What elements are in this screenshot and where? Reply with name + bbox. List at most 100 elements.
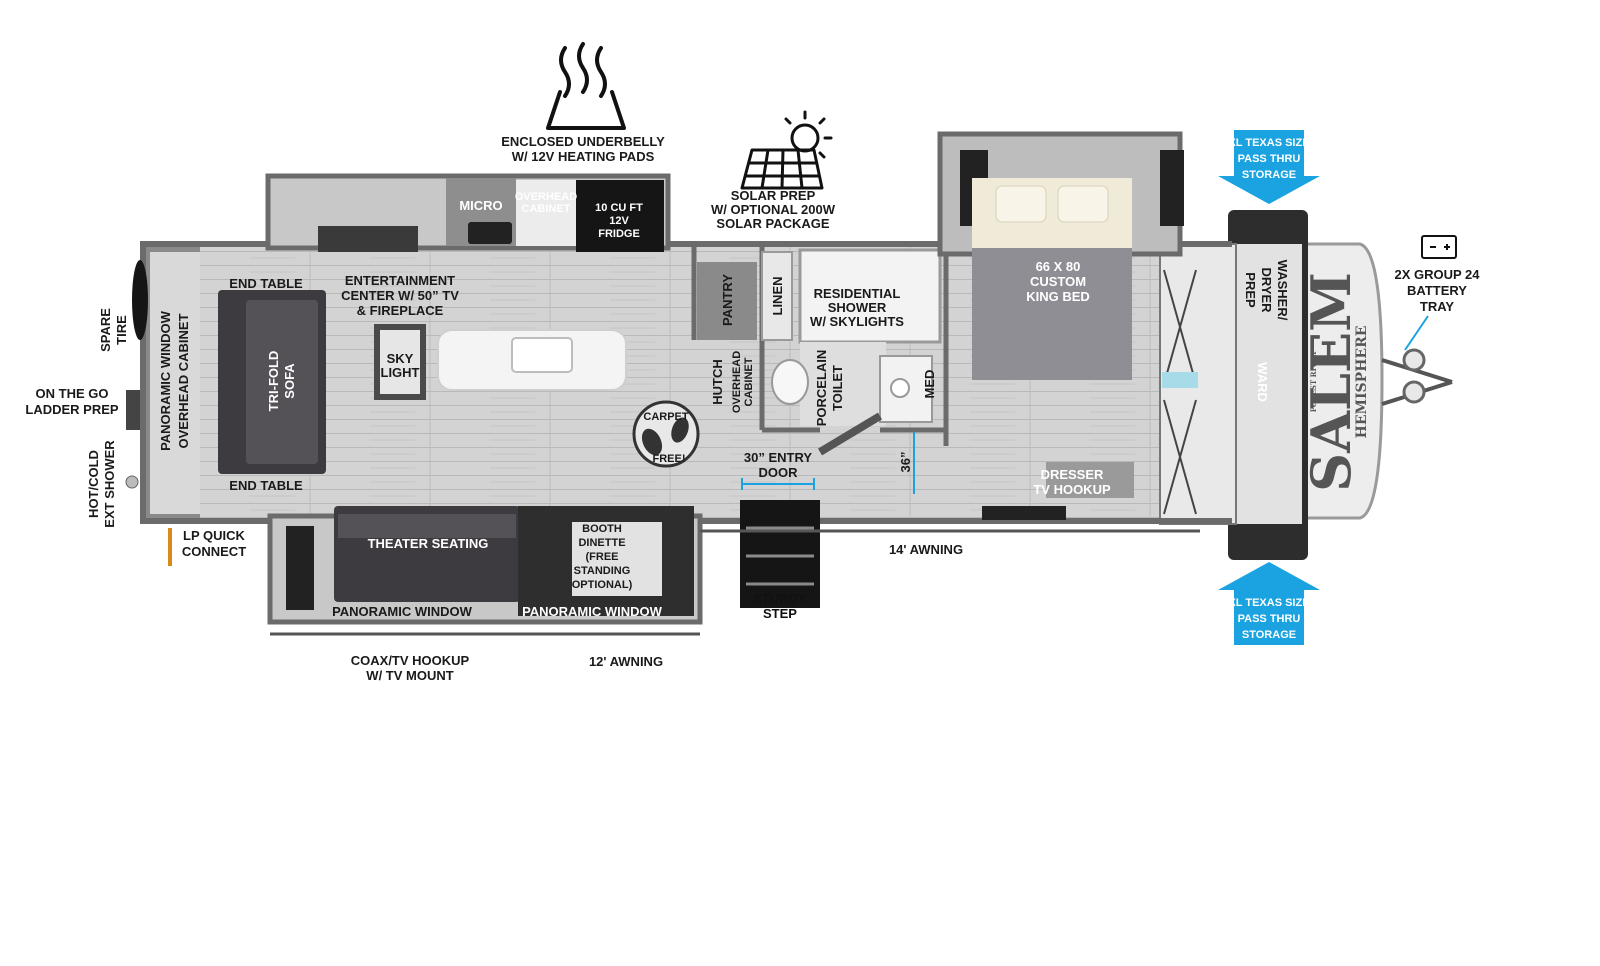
pillow-left	[995, 185, 1047, 223]
entertainment-label: ENTERTAINMENT CENTER W/ 50” TV & FIREPLA…	[341, 273, 459, 318]
pantry	[697, 262, 757, 340]
cooktop	[468, 222, 512, 244]
ladder-label: ON THE GO LADDER PREP	[25, 386, 119, 417]
dinette-table	[572, 522, 662, 596]
med-label: MED	[922, 370, 937, 399]
sun-icon	[784, 110, 833, 159]
svg-text:LADDER PREP: LADDER PREP	[25, 402, 119, 417]
svg-text:SOLAR PREP: SOLAR PREP	[731, 188, 816, 203]
svg-text:OVERHEAD: OVERHEAD	[515, 191, 577, 203]
pillow-right	[1057, 185, 1109, 223]
rear-window-label: PANORAMIC WINDOW OVERHEAD CABINET	[158, 310, 191, 451]
theater-label: THEATER SEATING	[368, 536, 489, 551]
svg-text:CUSTOM: CUSTOM	[1030, 274, 1086, 289]
dresser-label: DRESSER TV HOOKUP	[1033, 467, 1111, 497]
dresser	[1046, 462, 1134, 498]
sturdy-step-label: STURDY STEP	[753, 591, 807, 621]
front-cap	[1298, 242, 1384, 520]
svg-text:FOREST RIVER: FOREST RIVER	[1309, 352, 1318, 413]
pantry-label: PANTRY	[720, 274, 735, 326]
propane-tank-1	[1402, 348, 1426, 372]
svg-text:XL TEXAS SIZE: XL TEXAS SIZE	[1228, 137, 1309, 149]
salem-logo: SALEM HEMISPHERE FOREST RIVER	[1299, 272, 1370, 492]
step-treads	[746, 526, 814, 586]
svg-text:OVERHEAD CABINET: OVERHEAD CABINET	[176, 313, 191, 448]
solar-panel-icon	[740, 148, 824, 190]
awning-14-label: 14' AWNING	[889, 542, 963, 557]
skylight-label-2: LIGHT	[381, 365, 420, 380]
shower-label: RESIDENTIAL SHOWER W/ SKYLIGHTS	[810, 286, 904, 329]
entry-door-label: 30” ENTRY DOOR	[744, 450, 812, 480]
spare-tire-label-2: TIRE	[114, 315, 129, 345]
booth-label: BOOTH DINETTE (FREE STANDING OPTIONAL)	[572, 523, 633, 591]
svg-text:66 X 80: 66 X 80	[1036, 259, 1081, 274]
theater-seat-backs	[338, 514, 516, 538]
svg-text:DINETTE: DINETTE	[578, 537, 625, 549]
awning-12-label: 12' AWNING	[589, 654, 663, 669]
svg-text:PREP: PREP	[1243, 272, 1258, 308]
linen-closet	[761, 251, 793, 341]
svg-text:2X GROUP 24: 2X GROUP 24	[1394, 267, 1480, 282]
svg-text:MICRO: MICRO	[459, 198, 502, 213]
ladder-mount	[126, 390, 140, 430]
svg-text:FRIDGE: FRIDGE	[598, 228, 640, 240]
svg-text:DRESSER: DRESSER	[1041, 467, 1104, 482]
svg-text:BATTERY: BATTERY	[1407, 283, 1467, 298]
carpet-free-badge: CARPET FREE!	[632, 400, 700, 468]
battery-label: 2X GROUP 24 BATTERY TRAY	[1394, 267, 1480, 314]
end-table-top: END TABLE	[229, 276, 303, 291]
bed-label: 66 X 80 CUSTOM KING BED	[1026, 259, 1090, 304]
svg-text:CABINET: CABINET	[522, 203, 571, 215]
battery-icon	[1421, 235, 1457, 259]
washer-glass	[1162, 372, 1198, 388]
svg-text:SALEM: SALEM	[1299, 272, 1363, 492]
svg-text:TRI-FOLD: TRI-FOLD	[266, 351, 281, 412]
linen-label: LINEN	[770, 277, 785, 316]
svg-text:W/ TV MOUNT: W/ TV MOUNT	[366, 668, 453, 683]
svg-text:SOLAR PACKAGE: SOLAR PACKAGE	[716, 216, 829, 231]
bath-door-label: 36”	[898, 452, 913, 473]
hutch-cabinet-label-1: OVERHEAD	[731, 351, 743, 413]
fridge-label: 10 CU FT 12V FRIDGE	[595, 202, 643, 240]
spare-tire	[132, 260, 148, 340]
svg-text:CONNECT: CONNECT	[182, 544, 246, 559]
end-table-bottom: END TABLE	[229, 478, 303, 493]
svg-text:OPTIONAL): OPTIONAL)	[572, 579, 633, 591]
svg-text:30” ENTRY: 30” ENTRY	[744, 450, 812, 465]
storage-arrow-top: XL TEXAS SIZE PASS THRU STORAGE	[1218, 130, 1320, 204]
entertainment-unit	[318, 226, 418, 252]
fridge	[576, 180, 664, 252]
svg-text:HEMISPHERE: HEMISPHERE	[1354, 326, 1370, 439]
toilet-room	[800, 342, 886, 426]
hutch-label: HUTCH	[710, 359, 725, 405]
svg-text:STORAGE: STORAGE	[1242, 629, 1296, 641]
entry-door-dimension	[741, 478, 815, 490]
svg-text:CENTER W/ 50” TV: CENTER W/ 50” TV	[341, 288, 459, 303]
spare-tire-label-1: SPARE	[98, 308, 113, 352]
skylight-glass	[380, 330, 420, 394]
svg-text:RESIDENTIAL: RESIDENTIAL	[814, 286, 901, 301]
svg-text:ENTERTAINMENT: ENTERTAINMENT	[345, 273, 455, 288]
slide-window-left	[286, 526, 314, 610]
hutch-cabinet-label-2: CABINET	[743, 357, 755, 406]
wardrobe-door-lines	[1163, 269, 1197, 515]
skylight-label-1: SKY	[387, 351, 414, 366]
pano-window-left-label: PANORAMIC WINDOW	[332, 604, 473, 619]
svg-text:WASHER/: WASHER/	[1275, 260, 1290, 321]
pano-window-right-label: PANORAMIC WINDOW	[522, 604, 663, 619]
ext-shower-label-1: HOT/COLD	[86, 450, 101, 518]
svg-text:TRAY: TRAY	[1420, 299, 1455, 314]
svg-text:ENCLOSED UNDERBELLY: ENCLOSED UNDERBELLY	[501, 134, 665, 149]
micro-label: MICRO	[459, 198, 502, 213]
svg-text:DRYER: DRYER	[1259, 267, 1274, 313]
lp-connect	[168, 528, 172, 566]
toilet	[771, 359, 809, 405]
svg-text:PASS THRU: PASS THRU	[1238, 153, 1301, 165]
residential-shower	[798, 248, 942, 344]
lp-label: LP QUICK CONNECT	[182, 528, 246, 559]
svg-text:STEP: STEP	[763, 606, 797, 621]
solar-label: SOLAR PREP W/ OPTIONAL 200W SOLAR PACKAG…	[711, 188, 836, 231]
sofa-cushion	[246, 300, 318, 464]
